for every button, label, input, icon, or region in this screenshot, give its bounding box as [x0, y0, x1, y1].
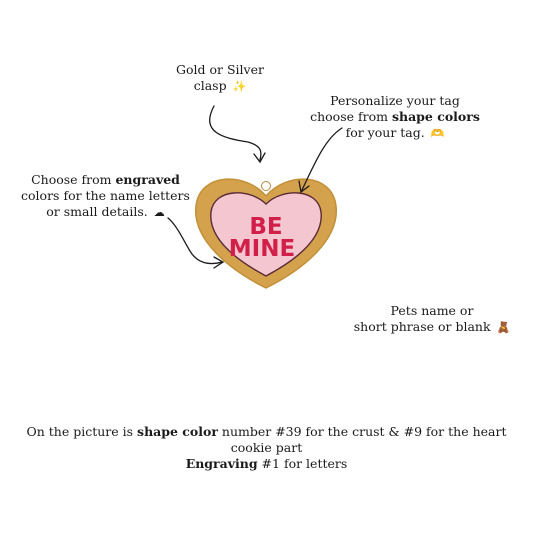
clasp-note: Gold or Silver clasp ✨ [160, 62, 280, 95]
engraved-bold: engraved [115, 172, 180, 187]
clasp-arrowhead [253, 152, 266, 164]
shape-line2: choose from shape colors [310, 109, 480, 125]
shape-line2-text: choose from [310, 109, 392, 124]
clasp-arrow [209, 105, 262, 161]
shape-colors-bold: shape colors [391, 109, 480, 124]
engraved-note: Choose from engraved colors for the name… [18, 172, 193, 221]
pets-line2-text: short phrase or blank [353, 319, 491, 334]
clasp-line2-wrap: clasp ✨ [160, 78, 280, 95]
engraved-line3: or small details. ☁ [18, 204, 193, 221]
engraved-line1: Choose from engraved [18, 172, 193, 188]
shape-color-bold: shape color [137, 424, 218, 439]
shape-color-note: Personalize your tag choose from shape c… [310, 93, 480, 142]
picture-text-e: #1 for letters [257, 456, 348, 471]
engraved-line1-text: Choose from [31, 172, 116, 187]
shape-arrow [301, 127, 343, 191]
cloud-icon: ☁ [153, 206, 165, 219]
shape-line1: Personalize your tag [330, 93, 460, 108]
heart-cookie [210, 192, 322, 277]
shape-line3-text: for your tag. [345, 125, 425, 140]
pets-line2: short phrase or blank 🧸 [352, 319, 512, 336]
shape-arrowhead [298, 180, 310, 194]
pets-line1: Pets name or [390, 303, 474, 318]
engraved-line2: colors for the name letters [21, 188, 190, 203]
tag-line2: MINE [229, 236, 295, 262]
shape-line3: for your tag. 🫶 [310, 125, 480, 142]
clasp-hole [261, 181, 271, 191]
sparkles-icon: ✨ [232, 80, 247, 93]
picture-note: On the picture is shape color number #39… [20, 424, 513, 472]
engraved-arrow [167, 217, 223, 265]
clasp-line1: Gold or Silver [176, 62, 264, 77]
engraved-line3-text: or small details. [46, 204, 148, 219]
teddy-bear-icon: 🧸 [496, 321, 511, 334]
picture-text-c: number #39 for the crust & #9 for the he… [217, 424, 507, 455]
picture-line1: On the picture is shape color number #39… [20, 424, 513, 456]
pets-name-note: Pets name or short phrase or blank 🧸 [352, 303, 512, 336]
picture-line2: Engraving #1 for letters [20, 456, 513, 472]
clasp-line2: clasp [193, 78, 227, 93]
engraving-bold: Engraving [185, 456, 258, 471]
engraved-arrowhead [213, 256, 225, 269]
tag-line1: BE [249, 214, 282, 240]
picture-text-a: On the picture is [26, 424, 138, 439]
heart-hands-icon: 🫶 [430, 127, 445, 140]
